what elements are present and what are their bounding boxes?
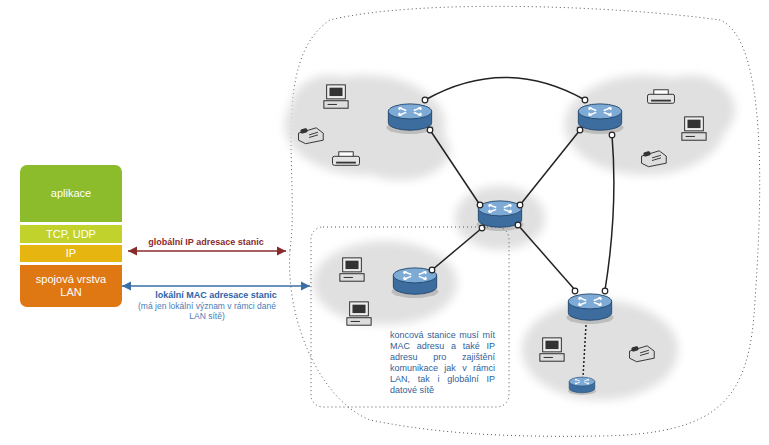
layer-label: aplikace (51, 187, 91, 200)
computer-icon (347, 302, 371, 325)
lan-outline-path (311, 227, 509, 407)
fax-icon (299, 128, 324, 144)
layer-box: TCP, UDP (20, 225, 122, 243)
router-icon (576, 104, 623, 134)
network-outline (290, 6, 760, 436)
lan-cloud (565, 75, 735, 175)
fax-icon (630, 346, 655, 362)
mac-arrow (122, 285, 310, 286)
router-icon (391, 268, 438, 298)
router-icon (476, 201, 523, 231)
fax-icon (642, 151, 667, 167)
computer-icon (682, 117, 706, 140)
lan-cloud (285, 75, 450, 180)
router-icon (566, 294, 613, 324)
lan-region: koncová stanice musí mít MAC adresu a ta… (310, 226, 510, 408)
printer-icon (333, 152, 360, 166)
computer-icon (540, 338, 564, 361)
computer-icon (340, 258, 364, 281)
ip-arrow (128, 250, 286, 251)
edge-label: lokální MAC adresace stanic (153, 290, 279, 301)
note-text: koncová stanice musí mít MAC adresu a ta… (390, 330, 495, 396)
layer-label: spojová vrstva LAN (27, 273, 115, 299)
layer-box: IP (20, 245, 122, 262)
layer-box: spojová vrstva LAN (20, 265, 122, 307)
router-icon (386, 104, 433, 134)
layer-box: aplikace (20, 165, 122, 222)
computer-icon (324, 85, 348, 108)
router-icon (568, 377, 596, 395)
layer-label: TCP, UDP (46, 228, 96, 241)
mac-note: (má jen lokální význam v rámci dané LAN … (132, 301, 282, 321)
lan-cloud (313, 241, 457, 325)
printer-icon (648, 90, 675, 104)
interface-dots (422, 97, 615, 294)
ip-label: globální IP adresace stanic (148, 237, 263, 247)
layer-label: IP (66, 247, 76, 260)
